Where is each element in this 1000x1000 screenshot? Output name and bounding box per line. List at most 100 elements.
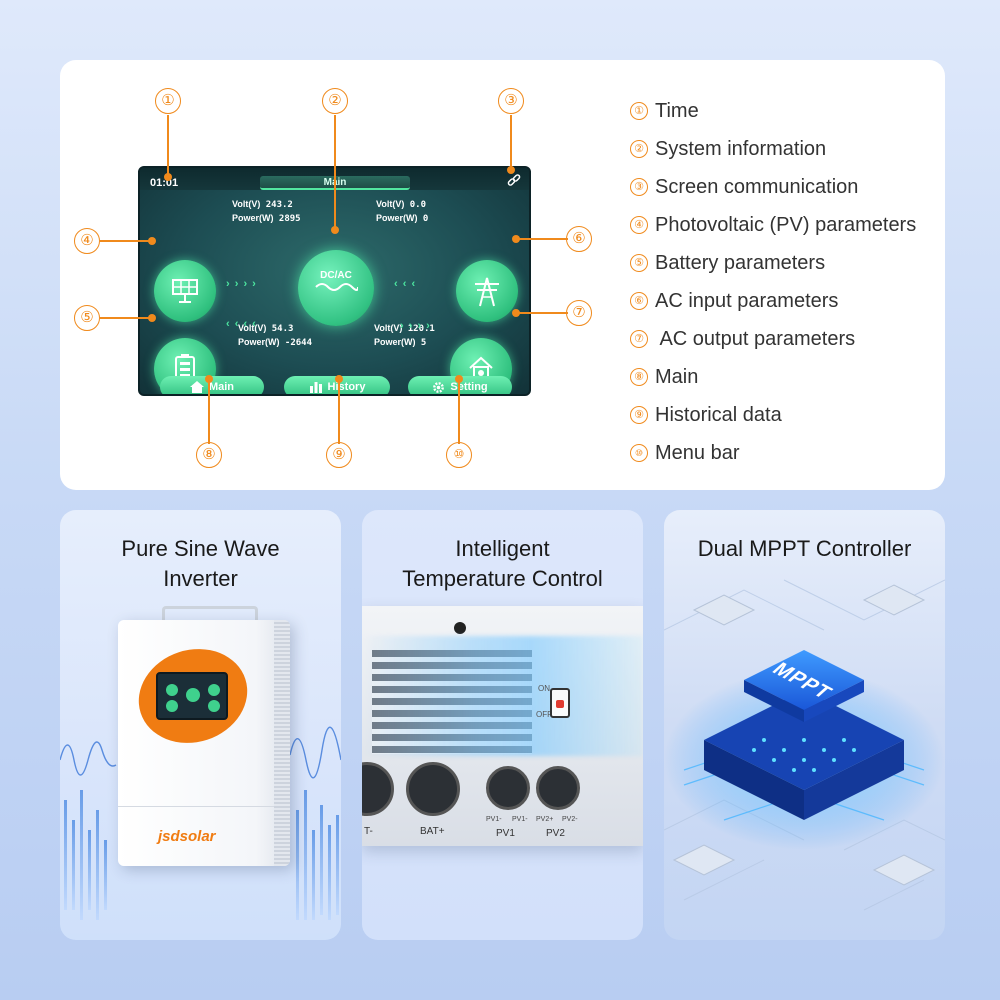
feature-title-line: Inverter [163,566,238,591]
leader-line-8 [208,378,210,444]
airflow-glow [362,636,643,756]
output-volt-label: Volt(V) [374,323,403,333]
feature-title-line: Temperature Control [402,566,603,591]
inverter-underside: ON OFF T- BAT+ PV1- PV1- PV2+ PV2- PV1 P… [362,606,643,846]
callout-3: ③ [498,88,524,114]
legend-text: Time [655,99,699,122]
pv-volt-value: 243.2 [265,200,293,210]
leader-line-4 [100,240,152,242]
feature-title: Pure Sine Wave Inverter [60,534,341,594]
callout-9: ⑨ [326,442,352,468]
leader-line-9 [338,378,340,444]
flow-arrows-grid: ‹ ‹ ‹ [394,278,417,290]
battery-readout: Volt(V) 54.3 Power(W) -2644 [238,322,312,350]
port-label: T- [364,826,373,837]
legend-item: ⑦ AC output parameters [630,320,916,358]
port-sublabel: PV2- [562,816,578,823]
port-connector [362,762,394,816]
solar-panel-icon [172,279,198,303]
callout-5: ⑤ [74,305,100,331]
inverter-vents [274,620,290,866]
dc-ac-bubble[interactable]: DC/AC [298,250,374,326]
dc-ac-label: DC/AC [320,270,352,281]
leader-dot-6 [512,235,520,243]
grid-volt-value: 0.0 [409,200,427,210]
leader-line-5 [100,317,152,319]
leader-line-1 [167,115,169,177]
feature-title: Dual MPPT Controller [697,536,912,561]
grid-volt-label: Volt(V) [376,199,405,209]
leader-dot-10 [455,375,463,383]
leader-line-6 [516,238,568,240]
main-nav-label: Main [208,381,235,393]
inverter-display [156,672,228,720]
port-label: PV1 [496,828,515,839]
link-icon [507,174,521,186]
port-label: BAT+ [420,826,445,837]
leader-dot-9 [335,375,343,383]
callout-10: ⑩ [446,442,472,468]
legend-text: Menu bar [655,441,740,464]
legend-num: ⑩ [630,444,648,462]
brand-logo: jsdsolar [158,828,216,845]
port-connector [486,766,530,810]
battery-power-label: Power(W) [238,337,280,347]
leader-dot-8 [205,375,213,383]
setting-nav-label: Setting [450,381,488,393]
switch-off-label: OFF [536,710,552,719]
circuit-board-graphic [664,579,945,911]
sound-wave-graphic [60,726,341,920]
legend-num: ⑧ [630,368,648,386]
inverter-handle [162,606,258,620]
history-nav-button[interactable]: History [284,376,390,394]
leader-line-7 [516,312,568,314]
legend-item: ⑩ Menu bar [630,434,916,472]
pv-power-value: 2895 [278,214,301,224]
home-icon [189,381,204,393]
sine-wave-icon [315,283,359,291]
main-nav-button[interactable]: Main [160,376,264,394]
battery-power-value: -2644 [284,338,313,348]
feature-card-temperature: Intelligent Temperature Control ON OFF T… [362,510,643,940]
port-sublabel: PV1- [486,816,502,823]
leader-dot-1 [164,173,172,181]
gear-icon [433,381,445,393]
feature-title: Intelligent Temperature Control [362,534,643,594]
grid-power-value: 0 [422,214,429,224]
leader-dot-4 [148,237,156,245]
port-connector [406,762,460,816]
legend-text: Screen communication [655,175,859,198]
pv-volt-label: Volt(V) [232,199,261,209]
callout-6: ⑥ [566,226,592,252]
pv-bubble[interactable] [154,260,216,322]
legend-item: ⑥ AC input parameters [630,282,916,320]
screw-hole [454,622,466,634]
grid-bubble[interactable] [456,260,518,322]
legend-num: ⑤ [630,254,648,272]
legend-num: ⑥ [630,292,648,310]
callout-1: ① [155,88,181,114]
leader-dot-2 [331,226,339,234]
power-switch[interactable] [550,688,570,718]
output-power-label: Power(W) [374,337,416,347]
legend-item: ① Time [630,92,916,130]
callout-4: ④ [74,228,100,254]
leader-dot-7 [512,309,520,317]
port-label: PV2 [546,828,565,839]
callout-7: ⑦ [566,300,592,326]
leader-dot-3 [507,166,515,174]
output-readout: Volt(V) 120.1 Power(W) 5 [374,322,435,350]
callout-8: ⑧ [196,442,222,468]
legend-num: ② [630,140,648,158]
port-sublabel: PV1- [512,816,528,823]
feature-card-mppt: Dual MPPT Controller [664,510,945,940]
battery-volt-value: 54.3 [271,324,294,334]
leader-line-2 [334,115,336,229]
legend-text: AC input parameters [655,289,839,312]
power-tower-icon [475,277,499,307]
legend-num: ① [630,102,648,120]
